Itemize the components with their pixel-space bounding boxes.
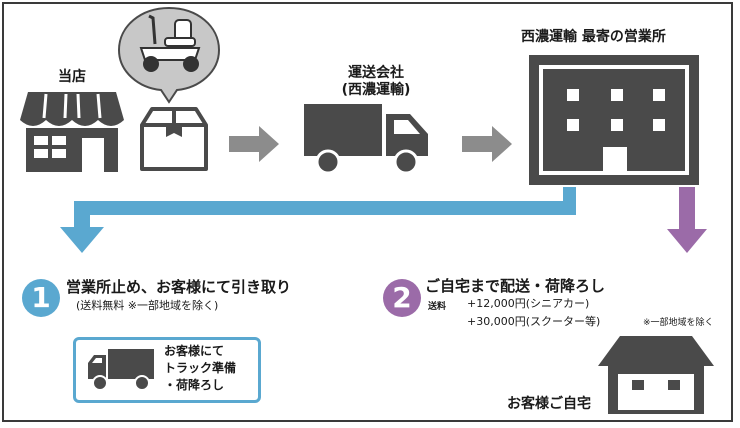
home-delivery-arrow [667, 187, 707, 253]
step-1-badge: 1 [22, 279, 60, 317]
pickup-box-line-3: ・荷降ろし [164, 378, 225, 392]
package-box-icon [140, 107, 208, 171]
step-2-badge: 2 [383, 279, 421, 317]
step-1-note: (送料無料 ※一部地域を除く) [76, 299, 219, 312]
office-building-icon [529, 55, 699, 185]
arrow-right-icon [462, 126, 512, 162]
price-scooter: +30,000円(スクーター等) [467, 315, 601, 328]
step-2-title: ご自宅まで配送・荷降ろし [425, 277, 606, 295]
pickup-box-line-2: トラック準備 [164, 361, 237, 375]
region-exception-note: ※一部地域を除く [643, 318, 714, 328]
shipping-fee-label: 送料 [428, 302, 447, 312]
mobility-scooter-icon [139, 14, 201, 72]
arrow-right-icon [229, 126, 279, 162]
diagram-frame [2, 2, 733, 422]
delivery-truck-icon [304, 104, 428, 175]
pickup-box-line-1: お客様にて [164, 344, 225, 358]
home-label: お客様ご自宅 [507, 396, 591, 412]
house-icon [598, 336, 714, 414]
storefront-icon [20, 92, 124, 172]
carrier-label: 運送会社 [348, 65, 404, 81]
price-senior-car: +12,000円(シニアカー) [467, 297, 590, 310]
pickup-route-arrow [60, 187, 576, 253]
depot-label: 西濃運輸 最寄の営業所 [521, 29, 666, 45]
step-1-title: 営業所止め、お客様にて引き取り [66, 278, 292, 296]
carrier-sub-label: (西濃運輸) [341, 82, 411, 98]
small-truck-icon [88, 349, 154, 391]
store-label: 当店 [58, 69, 86, 85]
